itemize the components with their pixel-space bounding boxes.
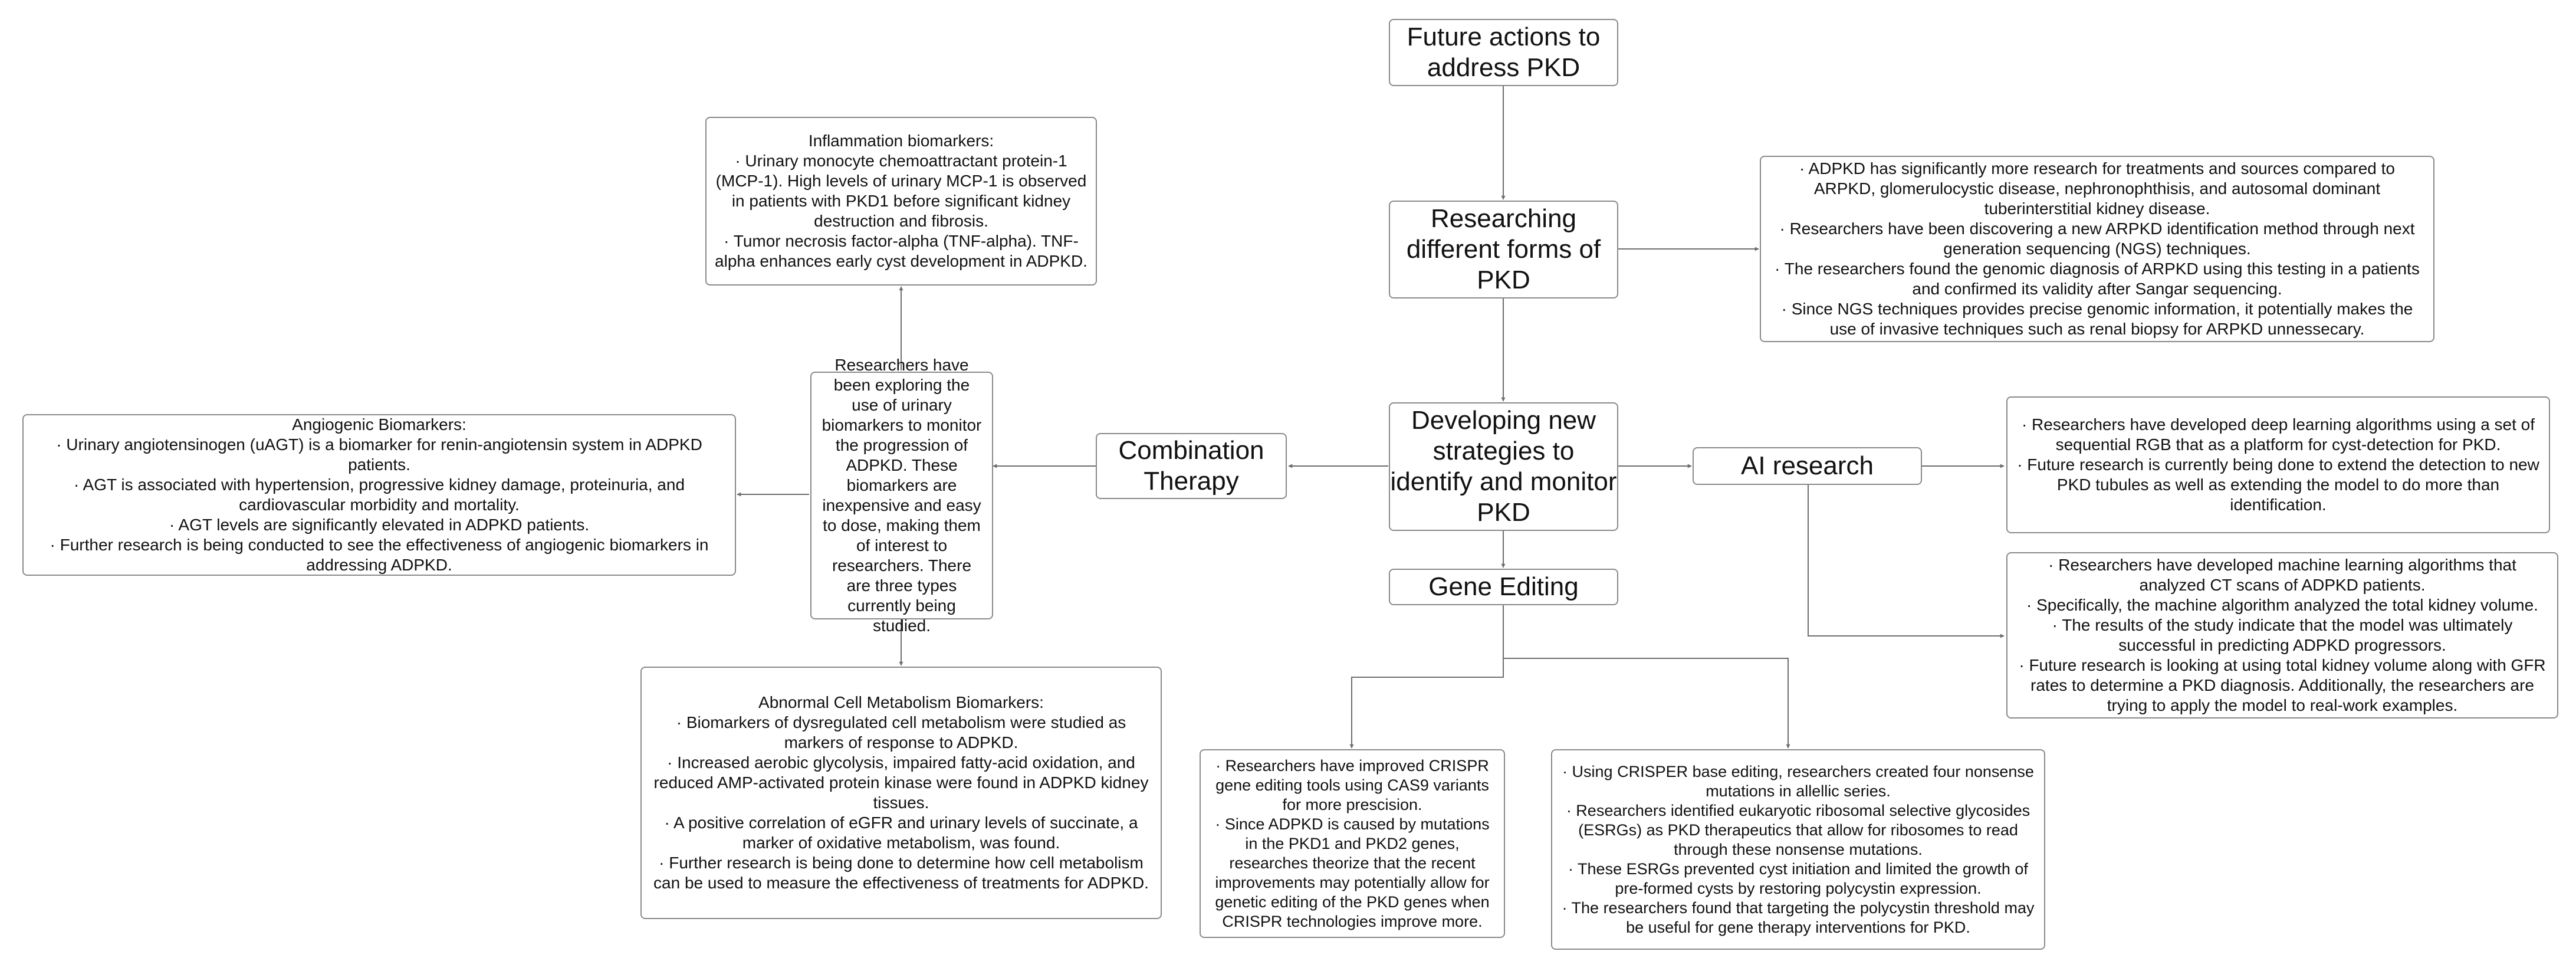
node-combination-therapy: Combination Therapy xyxy=(1096,433,1287,499)
node-angiogenic-biomarkers: Angiogenic Biomarkers: · Urinary angiote… xyxy=(22,414,736,576)
angiogenic-item: · AGT is associated with hypertension, p… xyxy=(73,475,685,514)
inflammation-heading: Inflammation biomarkers: xyxy=(808,132,994,150)
node-biomarkers-intro: Researchers have been exploring the use … xyxy=(810,356,993,635)
arpkd-item: · ADPKD has significantly more research … xyxy=(1799,159,2395,218)
crispr-item: · Researchers have improved CRISPR gene … xyxy=(1215,756,1489,813)
node-crispr-improvements: · Researchers have improved CRISPR gene … xyxy=(1200,749,1505,938)
metabolism-item: · A positive correlation of eGFR and uri… xyxy=(664,813,1138,852)
node-combination-therapy-label: Combination Therapy xyxy=(1118,436,1264,496)
node-developing-strategies: Developing new strategies to identify an… xyxy=(1389,402,1618,531)
ai-deep-item: · Researchers have developed deep learni… xyxy=(2021,415,2535,454)
ai-ml-item: · The results of the study indicate that… xyxy=(2052,616,2513,654)
node-researching-forms-label: Researching different forms of PKD xyxy=(1406,204,1601,294)
node-inflammation-biomarkers: Inflammation biomarkers: · Urinary monoc… xyxy=(705,117,1097,286)
connector-gene-to-base xyxy=(1503,605,1790,749)
ai-ml-item: · Specifically, the machine algorithm an… xyxy=(2026,596,2538,614)
node-future-actions: Future actions to address PKD xyxy=(1389,19,1618,86)
angiogenic-item: · AGT levels are significantly elevated … xyxy=(169,516,590,534)
connector-ai-to-ml xyxy=(1808,485,2005,638)
angiogenic-item: · Further research is being conducted to… xyxy=(50,536,709,574)
node-metabolism-biomarkers: Abnormal Cell Metabolism Biomarkers: · B… xyxy=(640,667,1162,919)
base-editing-item: · Researchers identified eukaryotic ribo… xyxy=(1566,801,2030,858)
base-editing-item: · Using CRISPER base editing, researcher… xyxy=(1562,762,2034,800)
biomarkers-intro-text: Researchers have been exploring the use … xyxy=(822,356,982,635)
arpkd-item: · Researchers have been discovering a ne… xyxy=(1779,219,2415,258)
node-ai-machine-learning: · Researchers have developed machine lea… xyxy=(2006,552,2558,719)
metabolism-item: · Biomarkers of dysregulated cell metabo… xyxy=(676,713,1126,752)
node-ai-research: AI research xyxy=(1693,447,1922,485)
angiogenic-heading: Angiogenic Biomarkers: xyxy=(292,415,466,434)
node-ai-deep-learning: · Researchers have developed deep learni… xyxy=(2006,396,2550,533)
node-gene-editing-label: Gene Editing xyxy=(1428,572,1579,601)
metabolism-heading: Abnormal Cell Metabolism Biomarkers: xyxy=(758,693,1044,711)
crispr-item: · Since ADPKD is caused by mutations in … xyxy=(1215,815,1490,930)
ai-deep-item: · Future research is currently being don… xyxy=(2017,455,2539,514)
angiogenic-item: · Urinary angiotensinogen (uAGT) is a bi… xyxy=(56,435,702,474)
ai-ml-item: · Researchers have developed machine lea… xyxy=(2048,556,2516,594)
metabolism-item: · Further research is being done to dete… xyxy=(653,854,1149,892)
connector-gene-to-crispr xyxy=(1349,605,1504,749)
inflammation-item: · Tumor necrosis factor-alpha (TNF-alpha… xyxy=(715,232,1087,270)
node-developing-strategies-label: Developing new strategies to identify an… xyxy=(1390,406,1617,527)
ai-ml-item: · Future research is looking at using to… xyxy=(2019,656,2546,714)
arpkd-item: · Since NGS techniques provides precise … xyxy=(1781,300,2413,338)
node-ai-research-label: AI research xyxy=(1741,451,1874,480)
node-gene-editing: Gene Editing xyxy=(1389,569,1618,605)
arpkd-item: · The researchers found the genomic diag… xyxy=(1775,260,2420,298)
base-editing-item: · These ESRGs prevented cyst initiation … xyxy=(1568,860,2028,897)
node-researching-forms: Researching different forms of PKD xyxy=(1389,201,1618,298)
node-crispr-base-editing: · Using CRISPER base editing, researcher… xyxy=(1551,749,2045,950)
base-editing-item: · The researchers found that targeting t… xyxy=(1562,898,2035,936)
node-arpkd-research: · ADPKD has significantly more research … xyxy=(1760,156,2434,342)
metabolism-item: · Increased aerobic glycolysis, impaired… xyxy=(653,753,1149,812)
inflammation-item: · Urinary monocyte chemoattractant prote… xyxy=(715,152,1087,230)
node-future-actions-label: Future actions to address PKD xyxy=(1407,22,1601,82)
